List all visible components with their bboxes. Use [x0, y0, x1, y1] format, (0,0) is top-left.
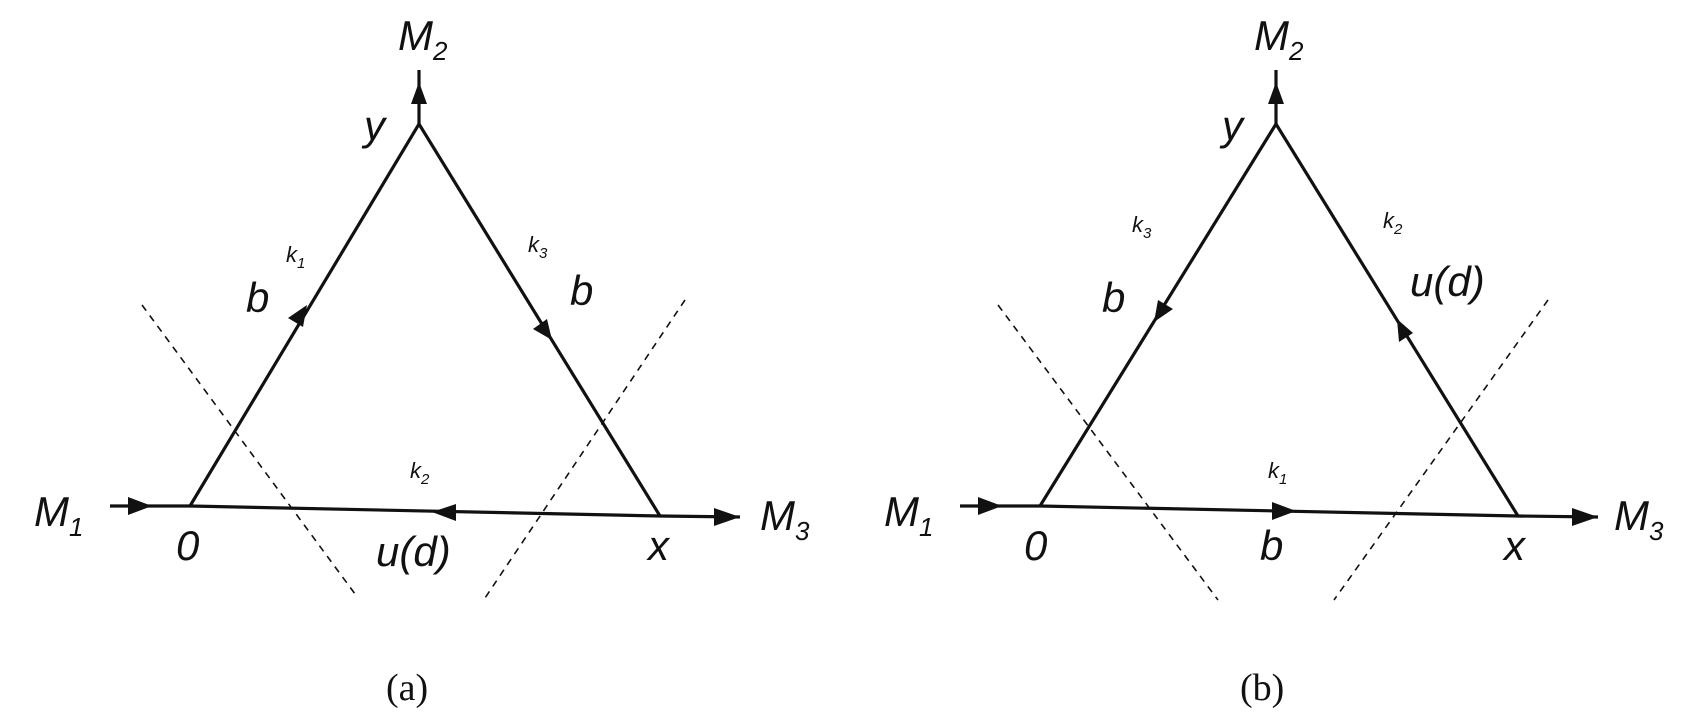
arrow-out-m2-icon — [1268, 82, 1284, 104]
cut-line-right — [484, 299, 686, 599]
caption-a: (a) — [386, 667, 428, 709]
vertex-label-origin: 0 — [176, 522, 200, 569]
label-m2: M2 — [398, 12, 448, 66]
bottom-edge-quark-label: u(d) — [376, 528, 451, 575]
arrow-in-m1-icon — [978, 497, 1002, 515]
bottom-edge-arrow-icon — [432, 504, 456, 521]
bottom-edge-quark-label: b — [1260, 522, 1283, 569]
diagram-b: M1 M2 M3 0 y x b k3 u(d) k2 b k1 (b) — [884, 12, 1664, 709]
cut-line-right — [1333, 299, 1549, 601]
right-edge-quark-label: u(d) — [1410, 258, 1485, 305]
left-edge-arrow-icon — [288, 305, 307, 327]
right-propagator — [1274, 123, 1520, 517]
label-m3: M3 — [1614, 492, 1664, 546]
vertex-label-y: y — [361, 102, 388, 149]
right-edge-arrow-icon — [533, 319, 552, 340]
cut-line-left — [997, 304, 1219, 601]
left-edge-quark-label: b — [1102, 274, 1125, 321]
left-edge-quark-label: b — [246, 274, 269, 321]
arrow-out-m3-icon — [1572, 508, 1598, 526]
vertex-label-x: x — [1502, 522, 1527, 569]
label-m1: M1 — [884, 488, 933, 542]
vertex-label-origin: 0 — [1024, 522, 1048, 569]
bottom-edge-momentum-label: k2 — [410, 458, 430, 488]
label-m3: M3 — [760, 492, 810, 546]
right-edge-arrow-icon — [1397, 319, 1413, 342]
bottom-propagator — [189, 504, 661, 518]
label-m2: M2 — [1254, 12, 1304, 66]
left-edge-momentum-label: k3 — [1132, 212, 1152, 242]
label-m1: M1 — [34, 488, 83, 542]
arrow-in-m1-icon — [128, 497, 152, 515]
vertex-label-x: x — [646, 522, 671, 569]
right-edge-quark-label: b — [570, 267, 593, 314]
caption-b: (b) — [1240, 667, 1284, 709]
arrow-out-m3-icon — [714, 508, 740, 526]
cut-line-left — [141, 304, 359, 599]
left-edge-momentum-label: k1 — [286, 242, 305, 272]
diagram-a: M1 M2 M3 0 y x b k1 b k3 u(d) k2 (a) — [34, 12, 810, 709]
right-edge-momentum-label: k3 — [528, 232, 548, 262]
bottom-edge-arrow-icon — [1272, 502, 1296, 520]
right-edge-momentum-label: k2 — [1383, 208, 1403, 238]
right-propagator — [417, 123, 662, 517]
left-edge-arrow-icon — [1154, 300, 1173, 322]
bottom-edge-momentum-label: k1 — [1268, 458, 1287, 488]
arrow-out-m2-icon — [411, 82, 427, 104]
vertex-label-y: y — [1219, 102, 1246, 149]
